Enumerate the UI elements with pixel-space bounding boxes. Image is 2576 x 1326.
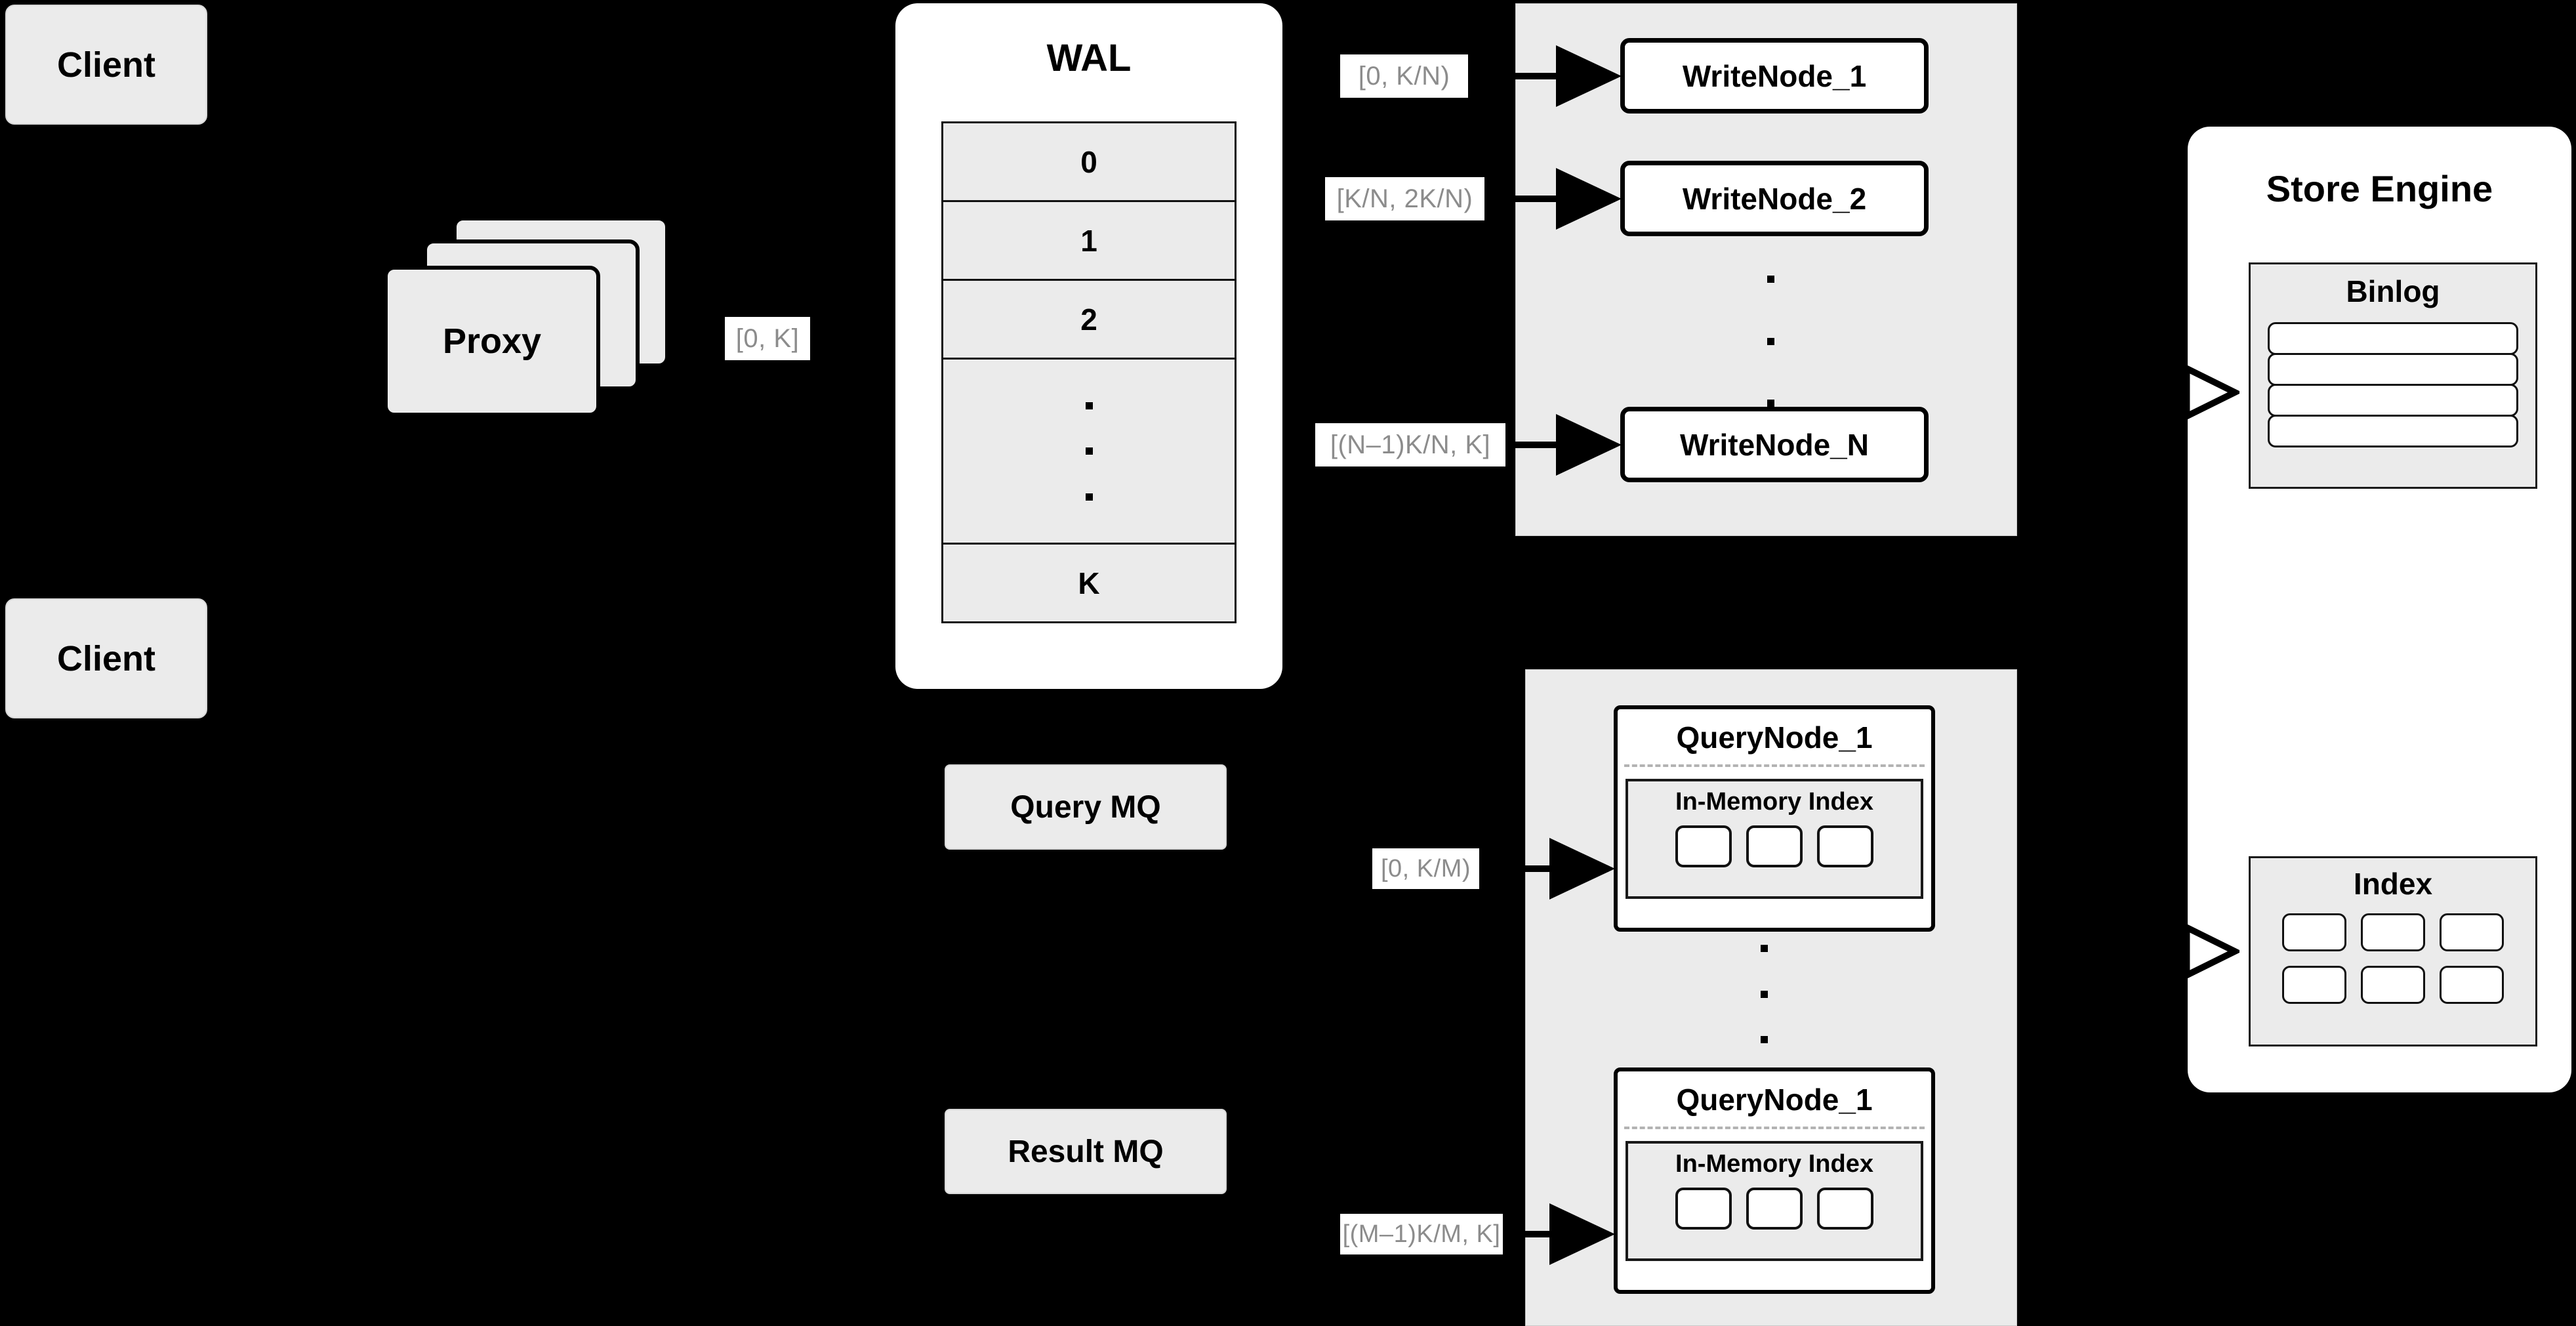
in-memory-index-title: In-Memory Index xyxy=(1675,788,1873,816)
index-slot-row xyxy=(2282,913,2504,951)
result-mq-box[interactable]: Result MQ xyxy=(945,1109,1227,1194)
index-slots xyxy=(2251,913,2535,1004)
result-mq-label: Result MQ xyxy=(1008,1134,1164,1169)
index-slot xyxy=(1746,825,1803,867)
index-slot xyxy=(2361,913,2425,951)
write-node-1-label: WriteNode_1 xyxy=(1682,58,1867,93)
query-node-1-label: QueryNode_1 xyxy=(1676,720,1873,755)
index-slot xyxy=(1817,1188,1873,1230)
wal-row-ellipsis xyxy=(943,360,1235,545)
write-node-1[interactable]: WriteNode_1 xyxy=(1620,38,1929,114)
binlog-row xyxy=(2268,415,2518,447)
index-slot xyxy=(1746,1188,1803,1230)
write-node-n-range-tag: [(N–1)K/N, K] xyxy=(1315,423,1505,466)
query-mq-box[interactable]: Query MQ xyxy=(945,764,1227,850)
wal-title: WAL xyxy=(1046,37,1132,79)
binlog-row xyxy=(2268,384,2518,417)
in-memory-index-slots xyxy=(1628,825,1921,867)
write-node-n[interactable]: WriteNode_N xyxy=(1620,407,1929,482)
query-node-2[interactable]: QueryNode_1 In-Memory Index xyxy=(1614,1067,1935,1294)
query-mq-label: Query MQ xyxy=(1010,789,1161,825)
client-box-1-label: Client xyxy=(56,45,155,85)
query-node-1-divider xyxy=(1624,764,1925,767)
index-box: Index xyxy=(2249,856,2537,1046)
index-slot xyxy=(2282,966,2346,1004)
proxy-box[interactable]: Proxy xyxy=(384,266,600,417)
query-node-1-in-memory-index: In-Memory Index xyxy=(1625,779,1923,899)
write-node-n-label: WriteNode_N xyxy=(1680,427,1869,462)
write-node-vertical-ellipsis-icon xyxy=(1766,276,1775,407)
index-slot xyxy=(2361,966,2425,1004)
wal-row: 0 xyxy=(943,123,1235,202)
proxy-range-tag: [0, K] xyxy=(725,317,810,360)
index-slot xyxy=(2440,913,2504,951)
in-memory-index-slots xyxy=(1628,1188,1921,1230)
binlog-row xyxy=(2268,322,2518,355)
query-node-2-label: QueryNode_1 xyxy=(1676,1083,1873,1117)
binlog-title: Binlog xyxy=(2346,274,2440,308)
vertical-ellipsis-icon xyxy=(1085,402,1093,501)
store-engine-title: Store Engine xyxy=(2266,168,2493,209)
write-node-2-range-tag: [K/N, 2K/N) xyxy=(1325,177,1484,220)
client-box-2[interactable]: Client xyxy=(5,598,207,718)
index-slot xyxy=(2282,913,2346,951)
query-node-1-range-tag: [0, K/M) xyxy=(1372,848,1479,889)
binlog-row xyxy=(2268,353,2518,386)
index-slot xyxy=(1675,1188,1732,1230)
binlog-box: Binlog xyxy=(2249,262,2537,489)
wal-row: K xyxy=(1078,566,1100,600)
wal-row: 2 xyxy=(943,281,1235,360)
index-slot xyxy=(1817,825,1873,867)
proxy-label: Proxy xyxy=(442,321,542,361)
wal-row: 1 xyxy=(943,202,1235,281)
write-node-2-label: WriteNode_2 xyxy=(1682,181,1867,216)
client-box-2-label: Client xyxy=(56,638,155,678)
query-node-1[interactable]: QueryNode_1 In-Memory Index xyxy=(1614,705,1935,932)
query-node-2-range-tag: [(M–1)K/M, K] xyxy=(1340,1214,1503,1254)
index-slot-row xyxy=(2282,966,2504,1004)
wal-entries: 0 1 2 K xyxy=(941,121,1237,623)
index-slot xyxy=(1675,825,1732,867)
index-title: Index xyxy=(2353,867,2433,901)
write-node-2[interactable]: WriteNode_2 xyxy=(1620,161,1929,236)
query-node-2-divider xyxy=(1624,1127,1925,1129)
write-node-1-range-tag: [0, K/N) xyxy=(1340,54,1468,98)
query-node-vertical-ellipsis-icon xyxy=(1759,945,1768,1043)
index-slot xyxy=(2440,966,2504,1004)
client-box-1[interactable]: Client xyxy=(5,5,207,125)
query-node-2-in-memory-index: In-Memory Index xyxy=(1625,1141,1923,1261)
in-memory-index-title: In-Memory Index xyxy=(1675,1150,1873,1178)
binlog-rows xyxy=(2268,322,2518,447)
